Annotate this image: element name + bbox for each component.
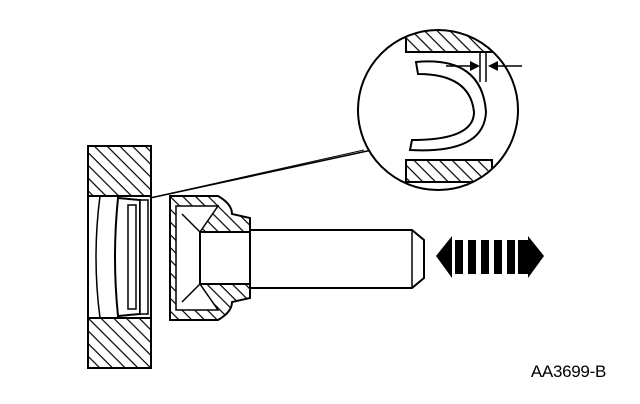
double-arrow-icon <box>436 236 544 278</box>
leader-lines <box>149 149 373 199</box>
seal <box>114 196 149 318</box>
shaft <box>199 229 425 289</box>
detail-magnifier <box>357 29 519 191</box>
gap-arrows <box>446 61 522 71</box>
figure-code: AA3699-B <box>530 362 606 381</box>
